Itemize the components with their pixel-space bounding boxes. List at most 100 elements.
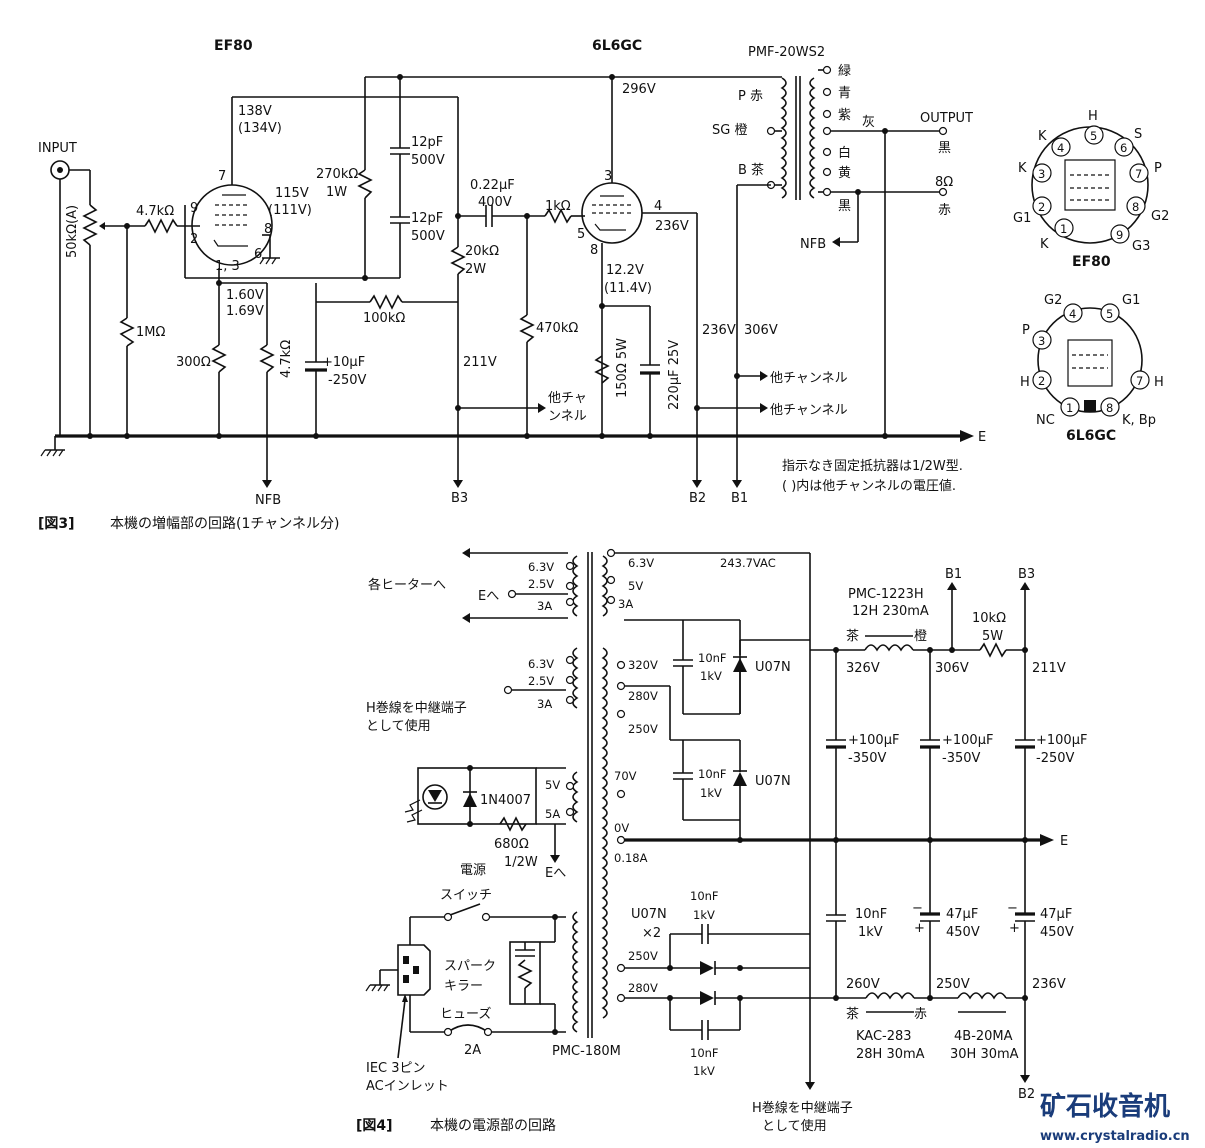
output-red: 赤 [938, 203, 951, 218]
cap1-voltage: 500V [411, 153, 445, 168]
bias-cap-5-voltage: 450V [1040, 925, 1074, 940]
h-tap-25: 2.5V [528, 674, 554, 688]
watermark-url[interactable]: www.crystalradio.cn [1040, 1129, 1190, 1144]
bias-cap-1: 10nF [690, 889, 719, 903]
fuse [447, 1024, 489, 1033]
ot-tap-gray: 灰 [862, 115, 875, 130]
cathode-voltage-alt: 1.69V [226, 304, 264, 319]
screen-voltage: 236V [655, 219, 689, 234]
output-label[interactable]: OUTPUT [920, 111, 973, 126]
other-channel-label-c: 他チャンネル [770, 403, 848, 418]
led-resistor [499, 816, 527, 832]
coupling-cap-value: 0.22μF [470, 178, 515, 193]
relay-terminal-label-2: として使用 [366, 718, 431, 734]
ot-primary-b: B 茶 [738, 162, 764, 178]
led-loop [417, 767, 537, 825]
bias-diode-1 [700, 961, 714, 975]
pilot-led-icon [422, 784, 448, 810]
cap2-value: 12pF [411, 211, 443, 226]
bias-cap-4-plus: + [914, 921, 925, 936]
choke1-in-color: 茶 [846, 628, 859, 644]
g2-voltage: 115V [275, 186, 309, 201]
b3-voltage: 211V [463, 355, 497, 370]
diode-label-1: U07N [755, 660, 791, 675]
ot-tap-purple: 紫 [838, 108, 851, 123]
ot-tap-blue: 青 [838, 86, 851, 101]
input-label: INPUT [38, 141, 77, 156]
ef80-pin-num: 4 [1057, 141, 1064, 155]
cathode-resistor-value: 300Ω [176, 355, 211, 370]
g2-resistor-value: 4.7kΩ [279, 340, 294, 378]
pot-value: 50kΩ(A) [65, 205, 80, 258]
bias-voltage-260: 260V [846, 977, 880, 992]
output-cathode-cap-value: 220μF 25V [667, 340, 682, 410]
grid-leak-value: 1MΩ [136, 325, 165, 340]
cap1-value: 12pF [411, 135, 443, 150]
filter-cap-1-voltage: -350V [848, 751, 887, 766]
grid-stopper [544, 208, 572, 224]
choke1-spec: 12H 230mA [852, 604, 929, 619]
cap2-voltage: 500V [411, 229, 445, 244]
choke2-name: KAC-283 [856, 1029, 912, 1044]
decouple-resistor-value: 20kΩ [465, 244, 499, 259]
power-transformer-name: PMC-180M [552, 1044, 621, 1059]
ef80-pin-8: 8 [264, 222, 272, 237]
ot-tap-yellow: 黄 [838, 166, 851, 181]
6l6-pin-8: 8 [590, 243, 598, 258]
led-tap-5a: 5A [545, 807, 560, 821]
hv-cap-2: 10nF [698, 767, 727, 781]
6l6-pin-label: H [1020, 375, 1030, 390]
6l6-pin-label: G2 [1044, 293, 1062, 308]
bias-voltage-236: 236V [1032, 977, 1066, 992]
other-channel-label-a1: 他チャ [548, 391, 587, 406]
choke2-spec: 28H 30mA [856, 1047, 925, 1062]
bias-cap-2: 10nF [690, 1046, 719, 1060]
ef80-basing-diagram: 5 6 7 8 9 1 2 3 4 H S P G2 G3 K G1 K K E… [1013, 109, 1169, 270]
choke2-in-color: 茶 [846, 1006, 859, 1022]
output-cathode-voltage-alt: (11.4V) [604, 281, 652, 296]
bias-cap-4-minus: − [912, 901, 923, 916]
6l6-pin-label: P [1022, 323, 1030, 338]
bias-cap-5-plus: + [1009, 921, 1020, 936]
6l6-pin-5: 5 [577, 227, 585, 242]
power-supply-schematic: 6.3V 2.5V 3A 各ヒーターへ Eへ 6.3V 5V 3A 243.7V… [356, 548, 1087, 1134]
fuse-rating: 2A [464, 1043, 481, 1058]
b1-voltage: 306V [744, 323, 778, 338]
hv-cap-1: 10nF [698, 651, 727, 665]
filter-cap-2-voltage: -350V [942, 751, 981, 766]
ef80-pin-label: P [1154, 161, 1162, 176]
grid-stopper-value: 1kΩ [545, 199, 571, 214]
sec-tap-3a: 3A [618, 597, 633, 611]
bias-voltage-250: 250V [936, 977, 970, 992]
b3-dropping-resistor [979, 642, 1007, 658]
6l6-pin-label: NC [1036, 413, 1055, 428]
rectifier-diode-2 [733, 772, 747, 786]
output-grid-leak-value: 470kΩ [536, 321, 578, 336]
decouple-resistor-watt: 2W [465, 262, 486, 277]
volume-pot[interactable] [82, 204, 98, 246]
to-ground-label-1: Eへ [478, 589, 499, 604]
output-cathode-resistor-value: 150Ω 5W [615, 338, 630, 398]
ef80-pin-label: K [1018, 161, 1027, 176]
ground-arrow [960, 430, 974, 442]
ps-ground-label: E [1060, 834, 1068, 849]
ef80-pin-num: 6 [1120, 141, 1127, 155]
ef80-pin-label: H [1088, 109, 1098, 124]
led-resistor-watt: 1/2W [504, 855, 538, 870]
heater-tap-3a: 3A [537, 599, 552, 613]
bias-cap-5-minus: − [1007, 901, 1018, 916]
bias-cap-1-v: 1kV [693, 908, 715, 922]
iec-label-1: IEC 3ピン [366, 1061, 426, 1076]
iec-inlet-icon[interactable] [397, 944, 431, 996]
decouple-cap-value: +10μF [322, 355, 365, 370]
6l6-pin-label: G1 [1122, 293, 1140, 308]
ef80-pin-9: 9 [190, 201, 198, 216]
coupling-cap-voltage: 400V [478, 195, 512, 210]
figure3-caption: 本機の増幅部の回路(1チャンネル分) [110, 516, 339, 532]
ot-tap-green: 緑 [838, 64, 851, 79]
bias-cap-2-v: 1kV [693, 1064, 715, 1078]
tube2-title: 6L6GC [592, 38, 642, 54]
power-switch[interactable] [449, 903, 481, 916]
hv-tap-0: 0V [614, 821, 629, 835]
